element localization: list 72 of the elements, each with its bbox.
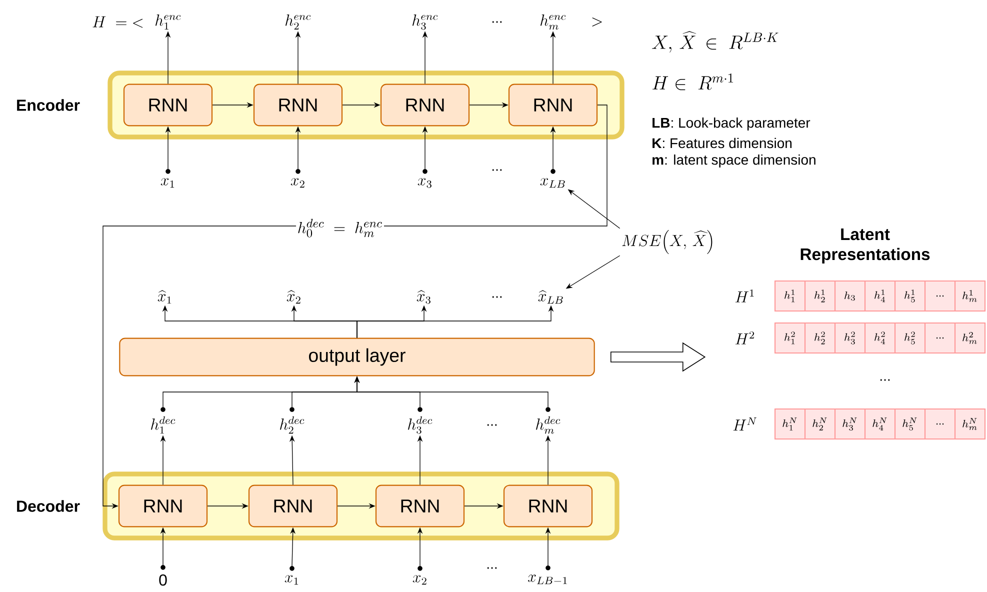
math-label: $h_1^{dec}$	[151, 407, 176, 434]
math-label: $MSE\Big(X,\,\widehat{X}\Big)$	[622, 230, 712, 254]
output-layer-box: output layer	[119, 338, 595, 376]
math-label: $x_2$	[412, 566, 426, 585]
rnn-box: RNN	[123, 84, 213, 126]
math-label: $x_{LB}$	[540, 169, 565, 188]
vector-cell: $h_2^2$	[804, 322, 836, 354]
ellipsis: ...	[880, 379, 890, 381]
rnn-box: RNN	[503, 484, 593, 528]
math-label: $h_3^{enc}$	[412, 14, 438, 30]
vector-cell: $h_3$	[834, 280, 866, 312]
band-heading: Encoder	[17, 99, 80, 111]
ellipsis: ...	[487, 567, 497, 569]
vector-cell: ...	[924, 280, 956, 312]
input-label: 0	[159, 565, 167, 586]
math-label: $h_m^{enc}$	[540, 14, 566, 30]
rnn-box: RNN	[253, 84, 343, 126]
math-label: $\widehat{x}_2$	[286, 290, 300, 304]
vector-cell: $h_5^N$	[894, 408, 926, 440]
vector-cell: $h_3^2$	[834, 322, 866, 354]
vector-cell: ...	[924, 408, 956, 440]
rnn-box: RNN	[508, 84, 598, 126]
definition-text: K: Features dimension	[652, 138, 792, 148]
math-label: $\widehat{x}_1$	[158, 290, 172, 304]
math-label: $>$	[592, 18, 602, 26]
band-heading: Decoder	[17, 500, 80, 512]
vector-cell: $h_4^1$	[864, 280, 896, 312]
math-label: $\widehat{x}_3$	[416, 290, 430, 304]
rnn-box: RNN	[248, 484, 338, 528]
section-title: Latent Representations	[800, 228, 930, 264]
vector-cell: $h_m^N$	[954, 408, 986, 440]
math-label: $H\;=\;<$	[92, 16, 143, 28]
math-label: $x_1$	[160, 169, 174, 188]
vector-cell: $h_m^1$	[954, 280, 986, 312]
ellipsis: ...	[487, 424, 497, 426]
definition-text: LB: Look-back parameter	[652, 117, 810, 131]
math-label: $H^N$	[733, 417, 756, 431]
rnn-box: RNN	[375, 484, 465, 528]
vector-cell: $h_5^1$	[894, 280, 926, 312]
math-label: $H^1$	[735, 289, 754, 302]
math-label: $H^2$	[735, 331, 754, 344]
math-label: $h_3^{dec}$	[408, 407, 432, 434]
math-label: $\widehat{x}_{LB}$	[538, 290, 563, 304]
edge-label: $h_0^{dec}\;=\;h_m^{enc}$	[296, 218, 384, 238]
formula: $X,\,\widehat{X}\,\in\;R^{LB\cdot K}$	[652, 31, 778, 53]
math-label: $h_2^{dec}$	[280, 407, 304, 434]
ellipsis: ...	[492, 21, 502, 23]
math-label: $x_1$	[284, 566, 298, 585]
vector-cell: $h_1^1$	[774, 280, 806, 312]
vector-cell: $h_4^2$	[864, 322, 896, 354]
math-label: $h_2^{enc}$	[286, 14, 311, 30]
vector-cell: $h_m^2$	[954, 322, 986, 354]
vector-cell: $h_1^2$	[774, 322, 806, 354]
vector-cell: $h_4^N$	[864, 408, 896, 440]
math-label: $h_1^{enc}$	[156, 14, 181, 30]
vector-cell: $h_2^N$	[804, 408, 836, 440]
vector-cell: $h_1^N$	[774, 408, 806, 440]
ellipsis: ...	[492, 296, 502, 298]
rnn-box: RNN	[118, 484, 208, 528]
math-label: $x_{LB-1}$	[528, 565, 567, 584]
math-label: $x_2$	[290, 169, 304, 188]
math-label: $x_3$	[418, 169, 432, 188]
math-label: $h_m^{dec}$	[536, 407, 560, 434]
formula: $H\in\;R^{m\cdot 1}$	[652, 74, 733, 90]
rnn-box: RNN	[380, 84, 470, 126]
vector-cell: ...	[924, 322, 956, 354]
ellipsis: ...	[492, 169, 502, 171]
vector-cell: $h_3^N$	[834, 408, 866, 440]
vector-cell: $h_5^2$	[894, 322, 926, 354]
definition-text: m: latent space dimension	[652, 154, 816, 168]
vector-cell: $h_2^1$	[804, 280, 836, 312]
block-arrow	[610, 342, 706, 372]
